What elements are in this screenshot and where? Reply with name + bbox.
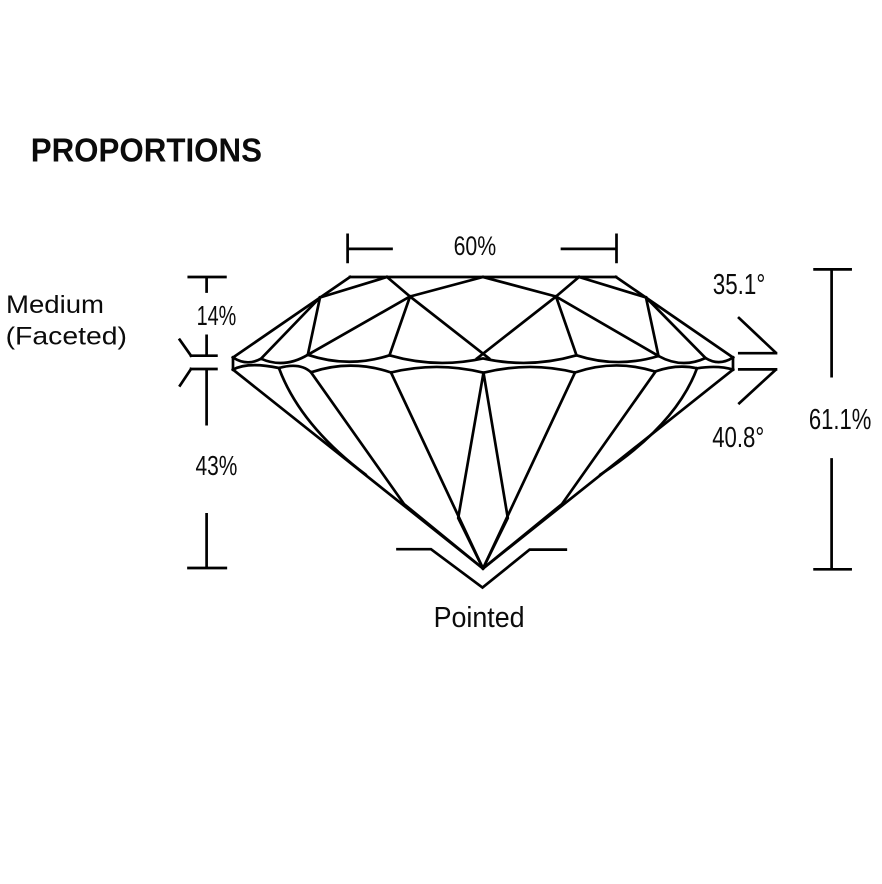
svg-text:PROPORTIONS: PROPORTIONS xyxy=(31,132,262,169)
svg-text:14%: 14% xyxy=(197,300,237,331)
svg-text:60%: 60% xyxy=(454,231,497,261)
svg-text:40.8°: 40.8° xyxy=(712,422,764,454)
svg-text:Pointed: Pointed xyxy=(434,602,525,634)
svg-text:Medium: Medium xyxy=(6,291,104,319)
svg-text:35.1°: 35.1° xyxy=(713,269,766,301)
svg-text:61.1%: 61.1% xyxy=(809,404,872,436)
svg-text:(Faceted): (Faceted) xyxy=(6,323,127,351)
svg-text:43%: 43% xyxy=(196,450,238,481)
